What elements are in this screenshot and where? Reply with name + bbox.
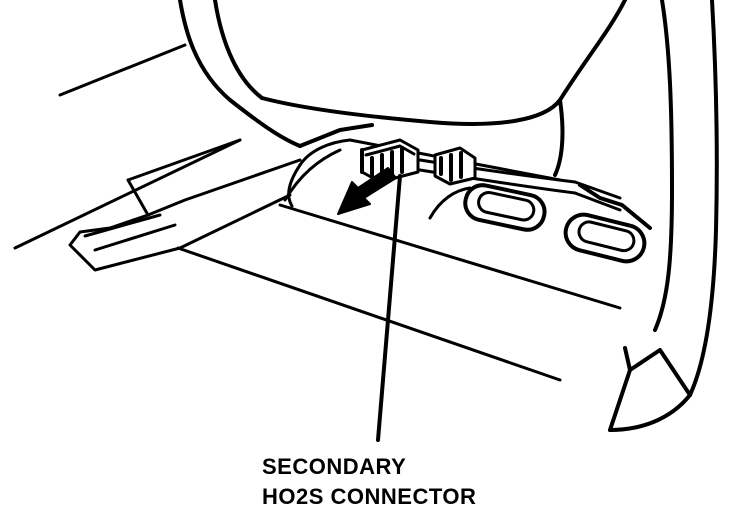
callout-leader [376, 174, 402, 442]
door-pillar [608, 0, 719, 432]
seat-rail [68, 138, 302, 272]
mating-connector [433, 146, 477, 186]
seat-cushion [178, 0, 627, 177]
harness-clips [463, 183, 652, 264]
callout-line-2: HO2S CONNECTOR [262, 484, 477, 509]
disconnect-arrow [337, 167, 397, 215]
floor-lines [13, 43, 622, 382]
callout-line-1: SECONDARY [262, 454, 407, 479]
connector-callout: SECONDARY HO2S CONNECTOR [262, 452, 592, 512]
ho2s-connector [360, 138, 420, 184]
floor-recess [283, 138, 562, 220]
